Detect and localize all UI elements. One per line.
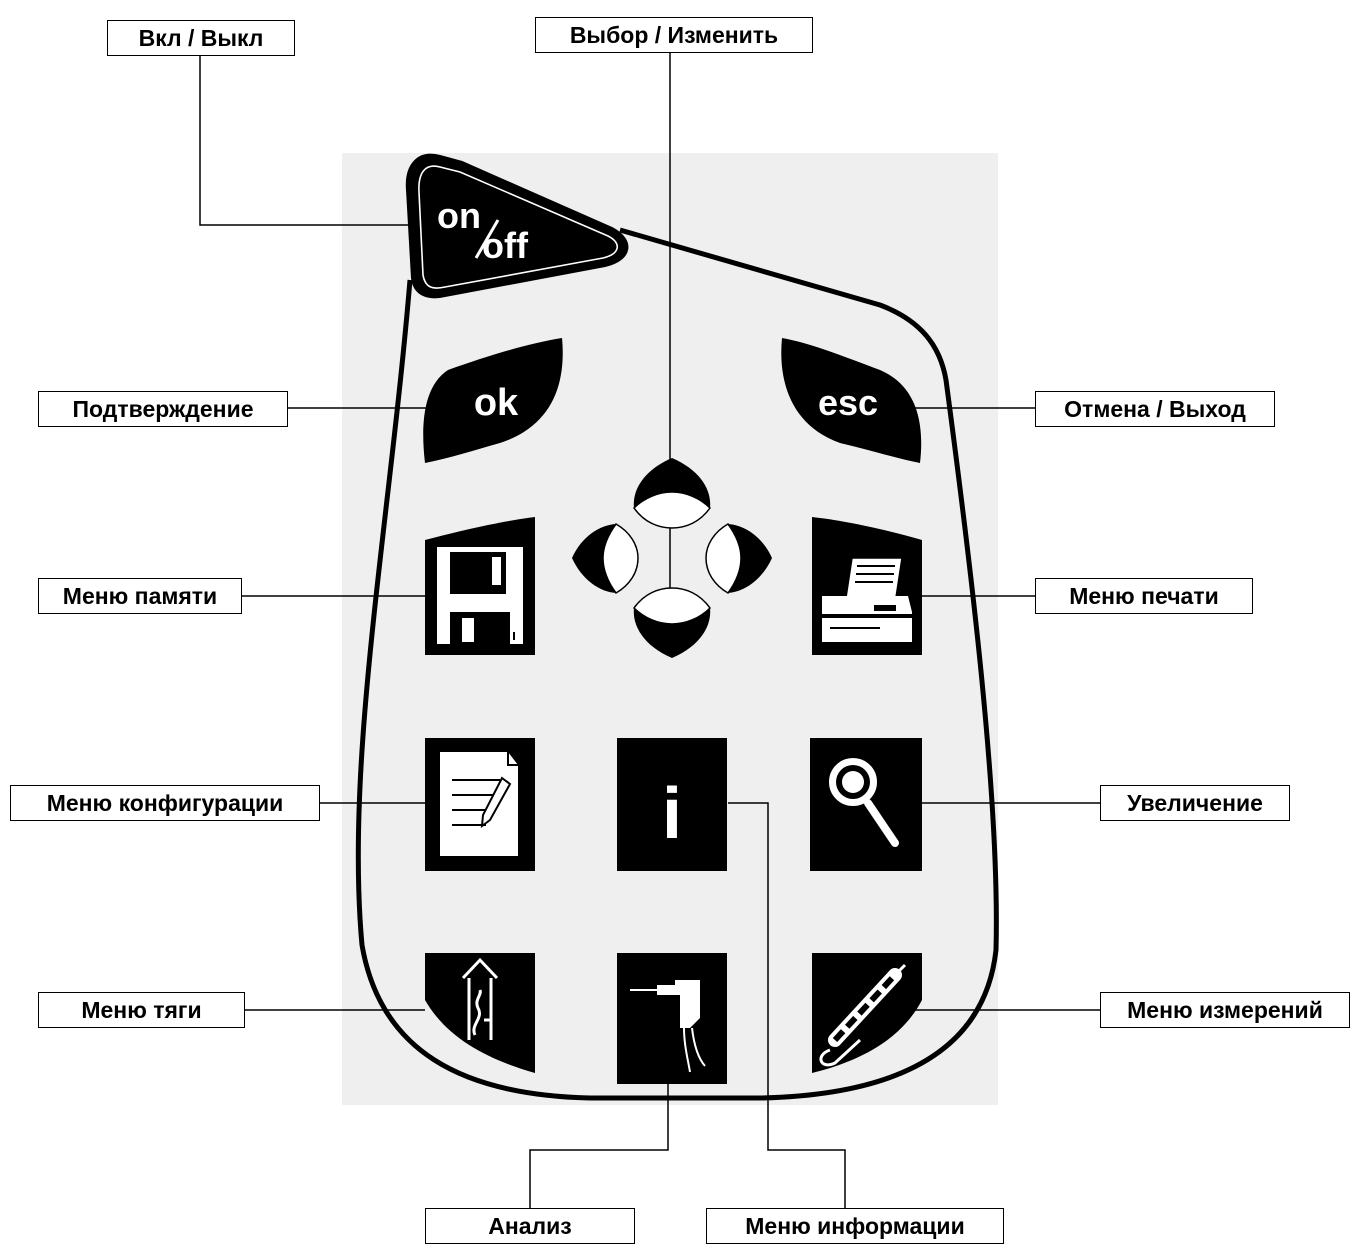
arrow-right-icon[interactable] xyxy=(728,524,772,593)
leader-info xyxy=(728,802,846,1210)
analysis-key[interactable] xyxy=(617,953,727,1084)
printer-icon xyxy=(822,557,912,642)
label-analysis: Анализ xyxy=(425,1208,635,1244)
draft-key[interactable] xyxy=(425,953,535,1073)
info-icon: i xyxy=(662,774,682,854)
power-key-off: off xyxy=(482,225,529,266)
print-key[interactable] xyxy=(812,517,922,655)
label-config: Меню конфигурации xyxy=(10,785,320,821)
label-memory: Меню памяти xyxy=(38,578,242,614)
info-key[interactable]: i xyxy=(617,738,727,871)
label-select: Выбор / Изменить xyxy=(535,17,813,53)
label-cancel: Отмена / Выход xyxy=(1035,391,1275,427)
draft-arrow-icon xyxy=(461,957,499,1040)
label-print: Меню печати xyxy=(1035,578,1253,614)
power-key-on: on xyxy=(437,195,481,236)
notepad-pencil-icon xyxy=(440,752,518,856)
label-power: Вкл / Выкл xyxy=(107,20,295,56)
esc-key-label: esc xyxy=(818,382,878,423)
floppy-disk-icon xyxy=(437,547,523,644)
power-key-slash xyxy=(474,219,500,259)
magnifier-icon xyxy=(827,756,899,847)
probe-icon xyxy=(630,980,706,1073)
zoom-key[interactable] xyxy=(810,738,922,871)
measurement-probe-icon xyxy=(819,963,907,1067)
config-key[interactable] xyxy=(425,738,535,871)
leader-lines xyxy=(199,53,1100,1210)
direction-pad-icon[interactable] xyxy=(572,458,772,658)
label-zoom: Увеличение xyxy=(1100,785,1290,821)
ok-key-label: ok xyxy=(474,382,519,424)
power-key[interactable]: on off xyxy=(405,153,629,299)
arrow-left-icon[interactable] xyxy=(572,524,616,593)
label-draft: Меню тяги xyxy=(38,992,245,1028)
memory-key[interactable] xyxy=(425,517,535,655)
label-measure: Меню измерений xyxy=(1100,992,1350,1028)
device-outline xyxy=(355,227,999,1101)
label-info: Меню информации xyxy=(706,1208,1004,1244)
label-confirm: Подтверждение xyxy=(38,391,288,427)
leader-analysis xyxy=(529,1080,669,1210)
ok-key[interactable]: ok xyxy=(423,338,563,463)
esc-key[interactable]: esc xyxy=(781,338,922,463)
measure-key[interactable] xyxy=(812,953,922,1073)
leader-power xyxy=(199,55,410,226)
